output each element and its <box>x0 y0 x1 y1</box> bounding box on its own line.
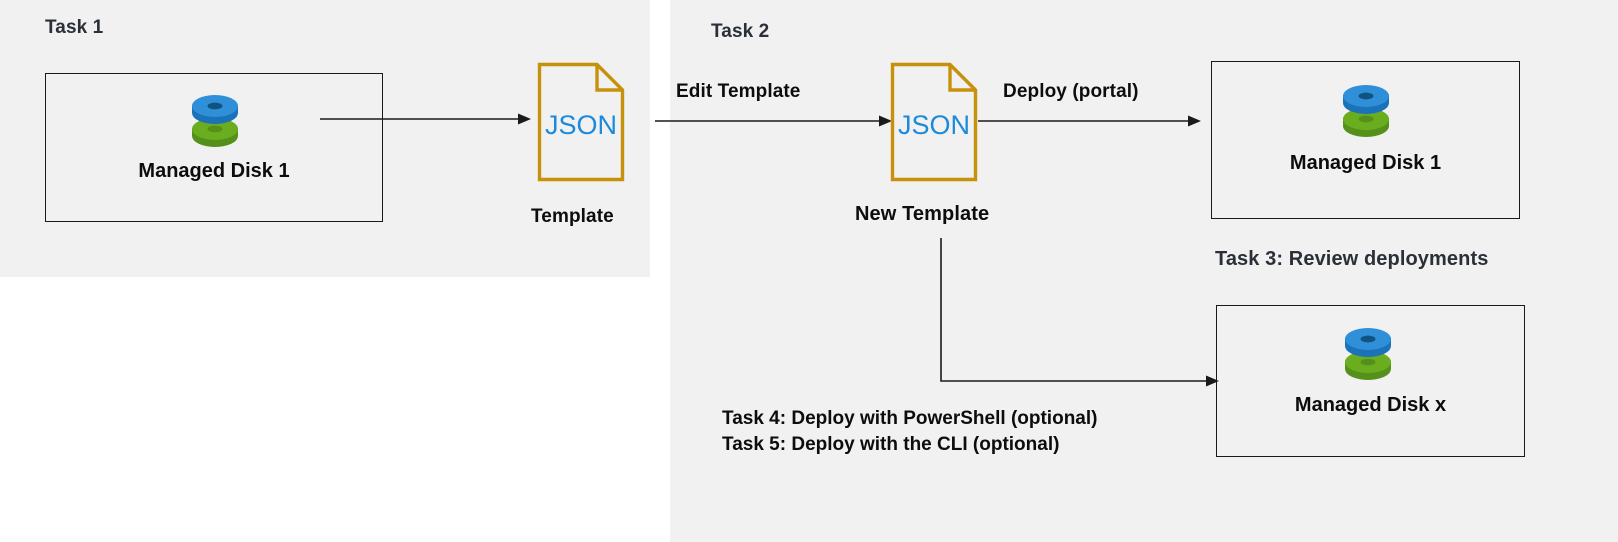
managed-disk-icon <box>186 92 244 152</box>
task5-annotation: Task 5: Deploy with the CLI (optional) <box>722 434 1060 455</box>
managed-disk-1-target-box: Managed Disk 1 <box>1211 61 1520 219</box>
deploy-portal-arrow <box>978 112 1204 130</box>
task4-annotation: Task 4: Deploy with PowerShell (optional… <box>722 408 1098 429</box>
task2-label: Task 2 <box>711 21 770 42</box>
managed-disk-1-target-caption: Managed Disk 1 <box>1289 152 1442 174</box>
managed-disk-icon <box>1339 325 1397 385</box>
managed-disk-icon <box>1337 82 1395 142</box>
task1-panel <box>0 0 650 277</box>
edit-template-edge-label: Edit Template <box>676 81 801 102</box>
json-document-icon: JSON <box>537 62 625 182</box>
json-document-icon: JSON <box>890 62 978 182</box>
task1-label: Task 1 <box>45 17 104 38</box>
managed-disk-x-target-box: Managed Disk x <box>1216 305 1525 457</box>
task3-annotation: Task 3: Review deployments <box>1215 248 1489 270</box>
svg-text:JSON: JSON <box>545 110 617 140</box>
managed-disk-1-source-box: Managed Disk 1 <box>45 73 383 222</box>
managed-disk-1-source-caption: Managed Disk 1 <box>138 160 290 182</box>
deploy-scripted-arrow <box>936 238 1222 400</box>
export-template-arrow <box>320 110 534 128</box>
managed-disk-x-target-caption: Managed Disk x <box>1294 394 1447 416</box>
edit-template-arrow <box>655 112 895 130</box>
deploy-portal-edge-label: Deploy (portal) <box>1003 81 1139 102</box>
new-template-caption: New Template <box>855 203 990 225</box>
template-caption: Template <box>531 206 614 227</box>
task2-panel <box>670 0 1618 542</box>
svg-text:JSON: JSON <box>898 110 970 140</box>
